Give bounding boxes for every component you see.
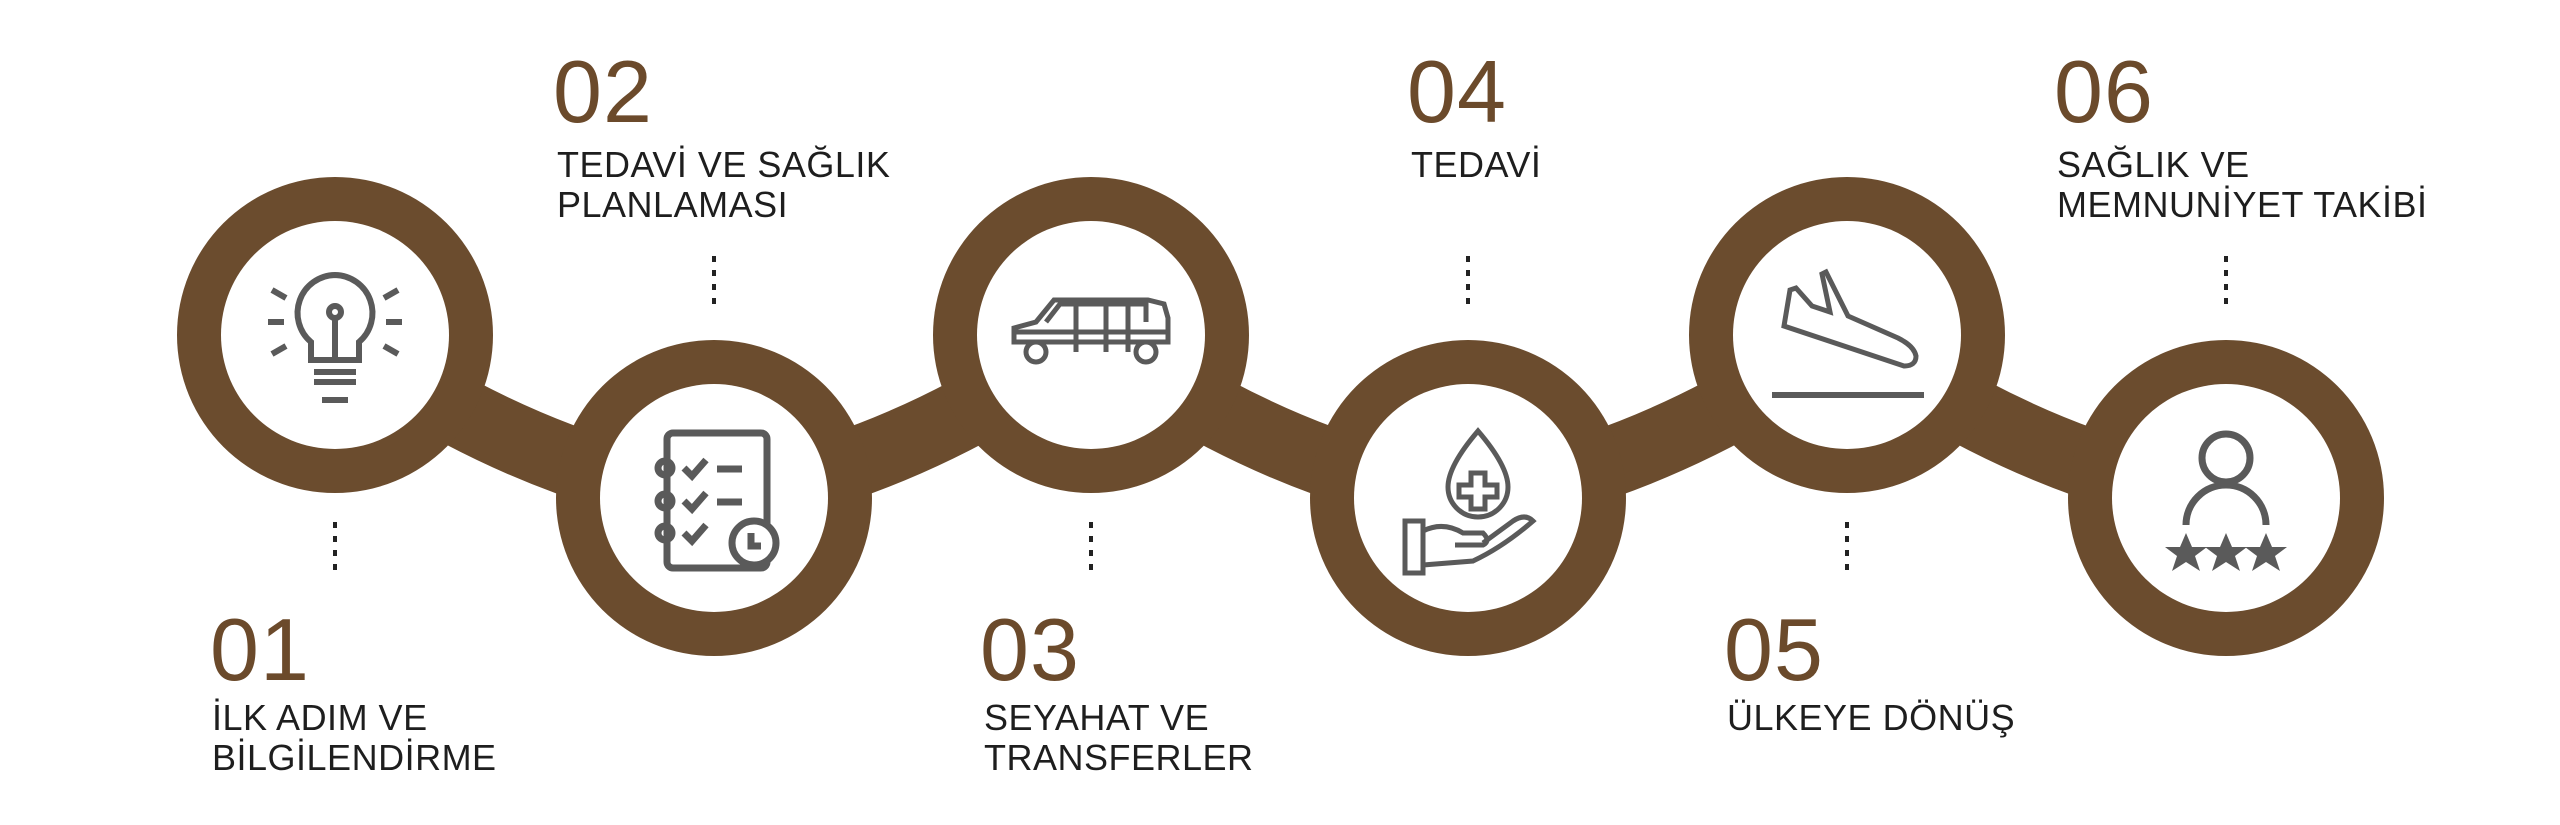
step-number: 01 bbox=[210, 600, 310, 699]
dotted-leader-5 bbox=[1845, 522, 1849, 576]
step-label-line: SEYAHAT VE bbox=[984, 697, 1210, 738]
user-rating-stars-icon bbox=[2165, 430, 2287, 571]
step-number: 06 bbox=[2054, 42, 2154, 141]
step-label: SAĞLIK VE MEMNUNİYET TAKİBİ bbox=[2057, 145, 2428, 225]
step-number: 03 bbox=[980, 600, 1080, 699]
step-number: 02 bbox=[553, 42, 653, 141]
dotted-leader-3 bbox=[1089, 522, 1093, 576]
limousine-icon bbox=[1011, 297, 1171, 365]
step-label-line: MEMNUNİYET TAKİBİ bbox=[2057, 184, 2428, 225]
dotted-leader-4 bbox=[1466, 256, 1470, 310]
dotted-leader-2 bbox=[712, 256, 716, 310]
step-number: 05 bbox=[1724, 600, 1824, 699]
step-label-line: TRANSFERLER bbox=[984, 737, 1254, 778]
step-number: 04 bbox=[1407, 42, 1507, 141]
step-label: TEDAVİ VE SAĞLIK PLANLAMASI bbox=[557, 145, 890, 225]
dotted-leader-1 bbox=[333, 522, 337, 576]
step-label-line: PLANLAMASI bbox=[557, 184, 789, 225]
lightbulb-icon bbox=[268, 271, 402, 403]
step-label-line: İLK ADIM VE bbox=[212, 697, 428, 738]
step-label-line: ÜLKEYE DÖNÜŞ bbox=[1727, 697, 2016, 738]
step-label: SEYAHAT VE TRANSFERLER bbox=[984, 698, 1254, 778]
step-label-line: TEDAVİ VE SAĞLIK bbox=[557, 144, 891, 185]
step-label: ÜLKEYE DÖNÜŞ bbox=[1727, 698, 2015, 738]
dotted-leader-6 bbox=[2224, 256, 2228, 310]
step-label-line: SAĞLIK VE bbox=[2057, 144, 2250, 185]
step-label-line: BİLGİLENDİRME bbox=[212, 737, 497, 778]
step-label: İLK ADIM VE BİLGİLENDİRME bbox=[212, 698, 497, 778]
plane-landing-icon bbox=[1772, 268, 1924, 398]
checklist-clock-icon bbox=[654, 429, 780, 572]
hand-blood-drop-cross-icon bbox=[1402, 427, 1537, 576]
step-label-line: TEDAVİ bbox=[1411, 144, 1542, 185]
step-label: TEDAVİ bbox=[1411, 145, 1541, 185]
